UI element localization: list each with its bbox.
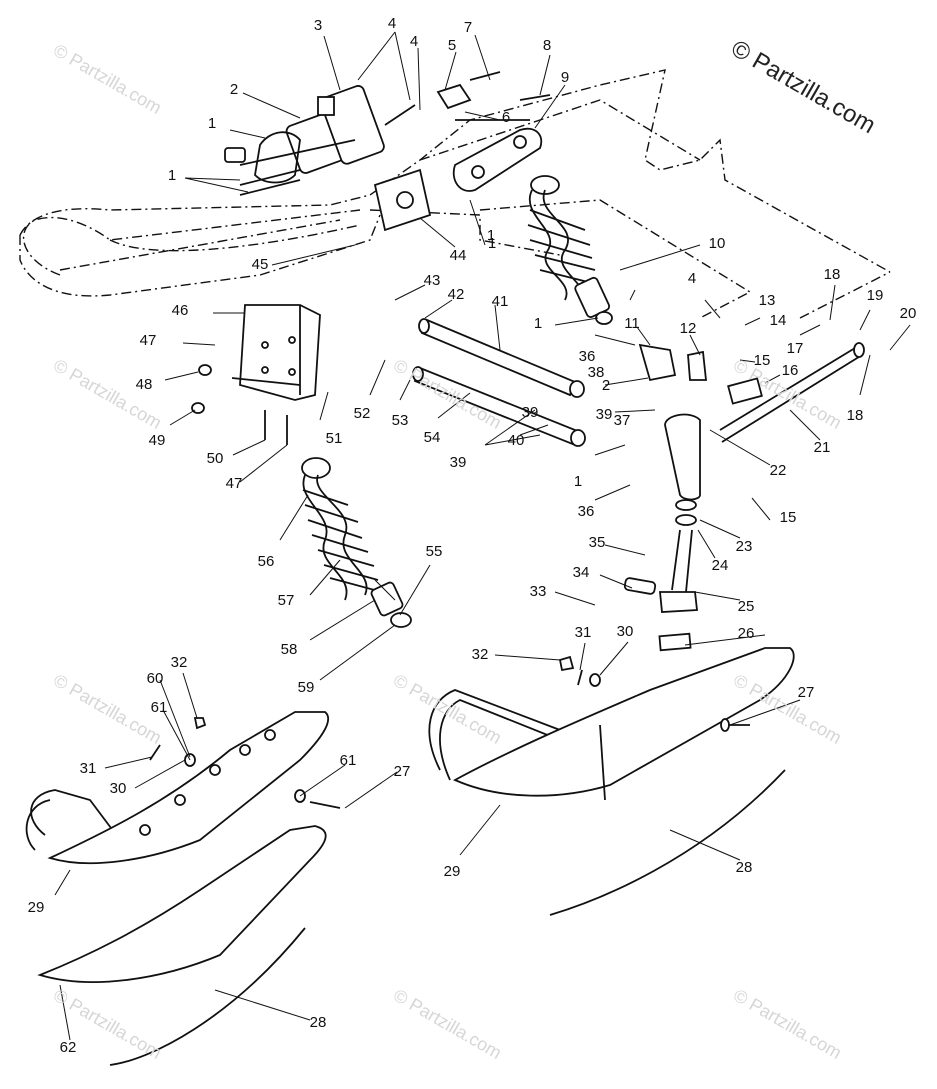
left-ski: [25, 711, 330, 1066]
callout-2: 2: [602, 377, 610, 394]
callout-53: 53: [392, 412, 409, 429]
callout-1: 1: [168, 167, 176, 184]
callout-43: 43: [424, 272, 441, 289]
rear-shock-upper: [527, 175, 613, 325]
callout-39: 39: [450, 454, 467, 471]
callout-22: 22: [770, 462, 787, 479]
top-links: [373, 71, 551, 232]
callout-29: 29: [28, 899, 45, 916]
callout-6: 6: [502, 109, 510, 126]
mount-plate: [191, 304, 321, 445]
callout-51: 51: [326, 430, 343, 447]
callout-27: 27: [798, 684, 815, 701]
callout-1: 1: [488, 235, 496, 252]
callout-3: 3: [314, 17, 322, 34]
leader-lines: [54, 31, 911, 1041]
callout-39: 39: [596, 406, 613, 423]
callout-15: 15: [780, 509, 797, 526]
callout-4: 4: [410, 33, 418, 50]
callout-5: 5: [448, 37, 456, 54]
callout-18: 18: [824, 266, 841, 283]
callout-10: 10: [709, 235, 726, 252]
callout-59: 59: [298, 679, 315, 696]
callout-36: 36: [578, 503, 595, 520]
callout-39: 39: [522, 404, 539, 421]
callout-44: 44: [450, 247, 467, 264]
callout-2: 2: [230, 81, 238, 98]
callout-46: 46: [172, 302, 189, 319]
callout-1: 1: [534, 315, 542, 332]
callout-32: 32: [171, 654, 188, 671]
callout-31: 31: [80, 760, 97, 777]
upper-shock-mount: [224, 85, 416, 196]
callout-30: 30: [110, 780, 127, 797]
callout-50: 50: [207, 450, 224, 467]
callout-4: 4: [688, 270, 696, 287]
callout-19: 19: [867, 287, 884, 304]
callout-25: 25: [738, 598, 755, 615]
shock-absorber: [301, 457, 412, 628]
callout-47: 47: [226, 475, 243, 492]
callout-54: 54: [424, 429, 441, 446]
callout-28: 28: [310, 1014, 327, 1031]
callout-34: 34: [573, 564, 590, 581]
right-ski: [428, 647, 795, 916]
callout-62: 62: [60, 1039, 77, 1056]
callout-45: 45: [252, 256, 269, 273]
callout-37: 37: [614, 412, 631, 429]
callout-8: 8: [543, 37, 551, 54]
callout-4: 4: [388, 15, 396, 32]
callout-61: 61: [340, 752, 357, 769]
callout-58: 58: [281, 641, 298, 658]
callout-41: 41: [492, 293, 509, 310]
callout-49: 49: [149, 432, 166, 449]
callout-36: 36: [579, 348, 596, 365]
callout-60: 60: [147, 670, 164, 687]
callout-28: 28: [736, 859, 753, 876]
cross-tubes: [412, 318, 586, 447]
callout-42: 42: [448, 286, 465, 303]
callout-12: 12: [680, 320, 697, 337]
callout-38: 38: [588, 364, 605, 381]
upper-ski-outline: [22, 209, 361, 276]
callout-57: 57: [278, 592, 295, 609]
callout-30: 30: [617, 623, 634, 640]
callout-61: 61: [151, 699, 168, 716]
callout-1: 1: [487, 227, 495, 244]
callout-33: 33: [530, 583, 547, 600]
callout-27: 27: [394, 763, 411, 780]
callout-20: 20: [900, 305, 917, 322]
callout-14: 14: [770, 312, 787, 329]
callout-1: 1: [574, 473, 582, 490]
callout-9: 9: [561, 69, 569, 86]
callout-52: 52: [354, 405, 371, 422]
callout-15: 15: [754, 352, 771, 369]
steering-assembly: [623, 342, 865, 652]
callout-47: 47: [140, 332, 157, 349]
callout-55: 55: [426, 543, 443, 560]
callout-1: 1: [208, 115, 216, 132]
callout-29: 29: [444, 863, 461, 880]
callout-23: 23: [736, 538, 753, 555]
callout-56: 56: [258, 553, 275, 570]
callout-35: 35: [589, 534, 606, 551]
small-hardware: [149, 655, 750, 809]
callout-40: 40: [508, 432, 525, 449]
callout-7: 7: [464, 19, 472, 36]
callout-21: 21: [814, 439, 831, 456]
callout-48: 48: [136, 376, 153, 393]
callout-31: 31: [575, 624, 592, 641]
callout-16: 16: [782, 362, 799, 379]
callout-17: 17: [787, 340, 804, 357]
callout-32: 32: [472, 646, 489, 663]
callout-11: 11: [624, 315, 640, 332]
callout-24: 24: [712, 557, 729, 574]
callout-26: 26: [738, 625, 755, 642]
callout-13: 13: [759, 292, 776, 309]
callout-18: 18: [847, 407, 864, 424]
